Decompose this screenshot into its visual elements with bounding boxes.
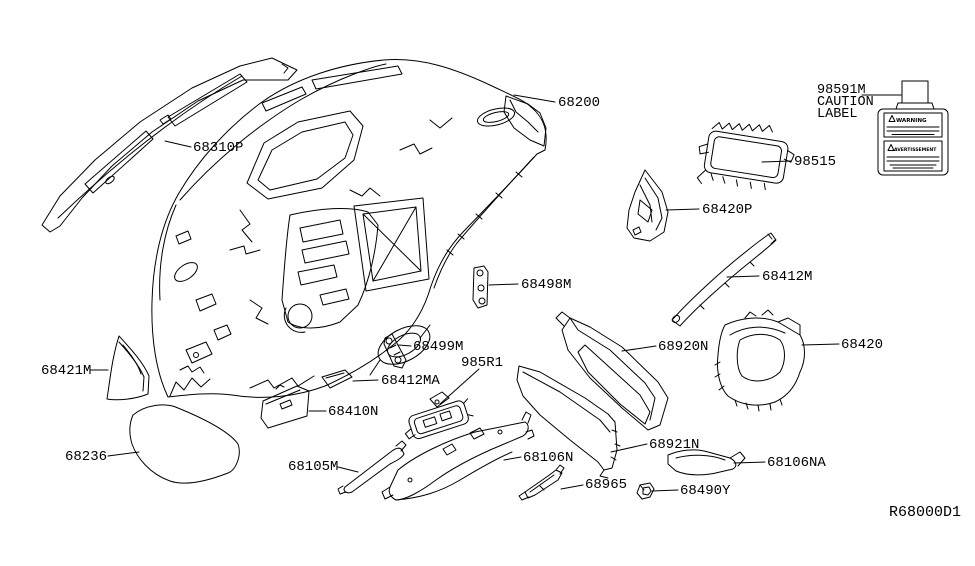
part-label-68965: 68965: [585, 477, 628, 493]
part-label-68498M: 68498M: [521, 277, 572, 293]
part-drawing-68105M: [337, 440, 407, 495]
part-drawing-985R1: [404, 398, 474, 440]
part-drawing-68498M: [472, 265, 489, 309]
part-label-68920N: 68920N: [658, 339, 709, 355]
caution-label-sticker: [877, 80, 949, 176]
part-drawing-68410N: [260, 384, 310, 429]
warning-triangle-icon: [887, 144, 895, 151]
part-drawing-98515: [696, 122, 795, 191]
part-drawing-68106N: [381, 391, 535, 501]
part-drawing-68412MA: [321, 369, 353, 389]
part-drawing-68920N: [555, 311, 669, 431]
part-label-68420: 68420: [841, 337, 884, 353]
part-drawing-68965: [518, 464, 565, 501]
part-label-68499M: 68499M: [413, 339, 464, 355]
part-drawing-68420P: [626, 169, 669, 242]
diagram-ref-code: R68000D1: [889, 504, 962, 521]
part-label-68105M: 68105M: [288, 459, 339, 475]
part-drawing-68421M: [106, 335, 150, 401]
part-label-68236: 68236: [65, 449, 108, 465]
part-label-68106N: 68106N: [523, 450, 574, 466]
caution-label-note: 98591M CAUTION LABEL: [817, 83, 874, 122]
leader-lines: [89, 94, 902, 492]
part-label-68420P: 68420P: [702, 202, 753, 218]
part-drawing-68106NA: [667, 449, 746, 476]
caution-note-word-caution: CAUTION: [817, 94, 874, 110]
caution-note-word-label: LABEL: [817, 106, 858, 122]
part-label-68200: 68200: [558, 95, 601, 111]
part-label-68412M: 68412M: [762, 269, 813, 285]
part-drawing-68310P: [41, 57, 298, 233]
part-drawing-68490Y: [636, 482, 655, 500]
part-drawing-68236: [129, 404, 240, 484]
part-label-68412MA: 68412MA: [381, 373, 440, 389]
sticker-avertissement-title: AVERTISSEMENT: [894, 147, 937, 153]
sticker-warning-title: WARNING: [896, 118, 927, 124]
part-drawing-68921N: [516, 365, 621, 479]
part-label-68410N: 68410N: [328, 404, 379, 420]
part-label-98515: 98515: [794, 154, 837, 170]
part-drawing-68412M: [671, 232, 777, 327]
part-label-985R1: 985R1: [461, 355, 504, 371]
part-label-68310P: 68310P: [193, 140, 244, 156]
caution-note-part-number: 98591M: [817, 83, 866, 98]
part-label-68921N: 68921N: [649, 437, 700, 453]
part-label-68106NA: 68106NA: [767, 455, 826, 471]
warning-triangle-icon: [888, 115, 896, 122]
part-drawing-68420: [714, 309, 805, 412]
part-drawing-68499M: [383, 333, 407, 369]
part-label-68421M: 68421M: [41, 363, 92, 379]
part-drawing-68200: [151, 59, 547, 398]
part-label-68490Y: 68490Y: [680, 483, 731, 499]
